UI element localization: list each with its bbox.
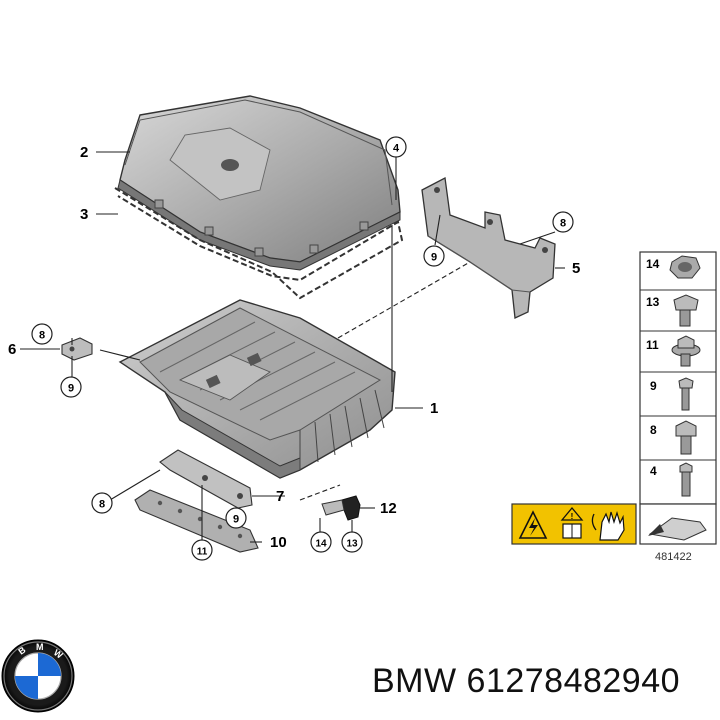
svg-text:B: B — [16, 644, 27, 656]
callout-14: 14 — [315, 539, 327, 550]
part-caption: BMW 61278482940 — [372, 662, 681, 700]
arrow-icon — [648, 524, 664, 536]
cover-vent-hole — [221, 159, 239, 171]
callout-9-badge-clip: 9 — [60, 376, 82, 398]
callout-5: 5 — [572, 260, 580, 277]
legend-label-14: 14 — [646, 257, 660, 271]
bmw-logo-icon: B M W — [1, 639, 75, 713]
callout-8-bracket: 8 — [560, 218, 566, 230]
legend-label-11: 11 — [646, 338, 659, 352]
callout-4-badge: 4 — [385, 136, 407, 158]
nut-icon — [669, 255, 701, 279]
view-direction-box — [639, 503, 717, 545]
warning-label: ! — [511, 503, 637, 545]
callout-11: 11 — [197, 547, 208, 558]
svg-text:!: ! — [571, 512, 574, 521]
callout-1: 1 — [430, 400, 438, 417]
callout-9-badge-bracket: 9 — [423, 245, 445, 267]
callout-8-strip: 8 — [99, 499, 105, 511]
battery-housing-tray — [118, 299, 396, 479]
reference-number: 481422 — [655, 551, 692, 563]
callout-14-badge: 14 — [310, 531, 332, 553]
callout-13: 13 — [346, 539, 358, 550]
callout-9-badge-strip: 9 — [225, 507, 247, 529]
callout-8-badge-clip: 8 — [31, 323, 53, 345]
callout-8-clip: 8 — [39, 330, 45, 342]
cover-gasket — [114, 187, 404, 300]
callout-11-badge: 11 — [191, 539, 213, 561]
high-voltage-warning-icon — [518, 510, 548, 539]
stud-bolt-icon — [679, 462, 693, 497]
fastener-legend: 14 13 11 9 8 4 — [639, 251, 717, 505]
callout-9-clip: 9 — [68, 383, 74, 395]
callout-13-badge: 13 — [341, 531, 363, 553]
protective-gloves-icon — [591, 511, 625, 541]
clip-part-12 — [321, 495, 361, 521]
callout-7: 7 — [276, 488, 284, 505]
bracket — [421, 176, 556, 319]
strip-part-10 — [134, 489, 259, 553]
legend-label-13: 13 — [646, 295, 660, 309]
callout-8-badge-strip: 8 — [91, 492, 113, 514]
washer-bolt-icon — [671, 335, 701, 367]
callout-9-strip: 9 — [233, 514, 239, 526]
callout-8-badge-bracket: 8 — [552, 211, 574, 233]
screw-icon — [678, 377, 694, 411]
legend-label-9: 9 — [650, 379, 657, 393]
flange-bolt-icon — [673, 294, 699, 327]
legend-label-4: 4 — [650, 464, 657, 478]
strip-part-7 — [159, 449, 253, 509]
callout-10: 10 — [270, 534, 287, 551]
hex-bolt-icon — [675, 420, 697, 455]
upper-cover — [117, 95, 401, 271]
callout-2: 2 — [80, 144, 88, 161]
callouts: 1 2 3 4 5 6 7 8 8 8 9 9 — [8, 136, 580, 561]
callout-6: 6 — [8, 341, 16, 358]
leader-lines — [20, 151, 565, 543]
callout-3: 3 — [80, 206, 88, 223]
legend-label-8: 8 — [650, 423, 657, 437]
callout-9-bracket: 9 — [431, 252, 437, 264]
clip-part-6 — [61, 337, 93, 361]
read-manual-icon: ! — [560, 506, 584, 539]
svg-text:M: M — [36, 642, 44, 652]
callout-4: 4 — [393, 143, 400, 155]
callout-12: 12 — [380, 500, 397, 517]
